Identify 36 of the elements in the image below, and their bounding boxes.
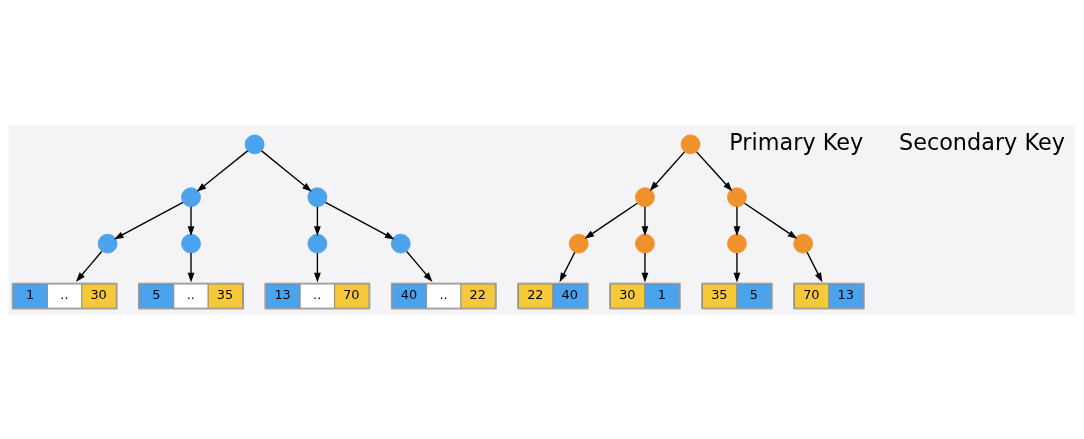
label: Primary Key (729, 128, 864, 155)
arrow (695, 150, 733, 191)
arrow (641, 205, 649, 236)
node-circle (727, 186, 747, 207)
node-circle (635, 233, 655, 254)
arrow (641, 251, 649, 282)
arrow (196, 149, 249, 192)
node-circle (307, 186, 328, 207)
node-circle (635, 186, 655, 207)
arrow (324, 201, 395, 239)
arrow (187, 205, 195, 236)
arrow (75, 250, 103, 282)
arrow (743, 202, 798, 239)
arrow (733, 251, 741, 282)
arrow (559, 251, 576, 282)
node-circle (568, 233, 589, 254)
arrow (406, 250, 433, 282)
arrow (113, 201, 184, 239)
node-circle (181, 233, 201, 254)
node-circle (727, 233, 747, 254)
node-circle (390, 233, 411, 254)
node-circle (680, 133, 701, 154)
arrow (733, 205, 741, 236)
arrow (260, 149, 312, 192)
node-circle (97, 233, 118, 254)
arrow (649, 150, 686, 191)
arrow (187, 251, 195, 282)
arrow (314, 205, 321, 236)
node-circle (307, 233, 328, 254)
node-circle (244, 133, 265, 154)
label: Secondary Key (898, 128, 1065, 155)
arrow (584, 202, 639, 239)
arrow (314, 251, 321, 282)
node-circle (181, 186, 201, 207)
node-circle (793, 233, 814, 254)
arrow (806, 251, 823, 282)
